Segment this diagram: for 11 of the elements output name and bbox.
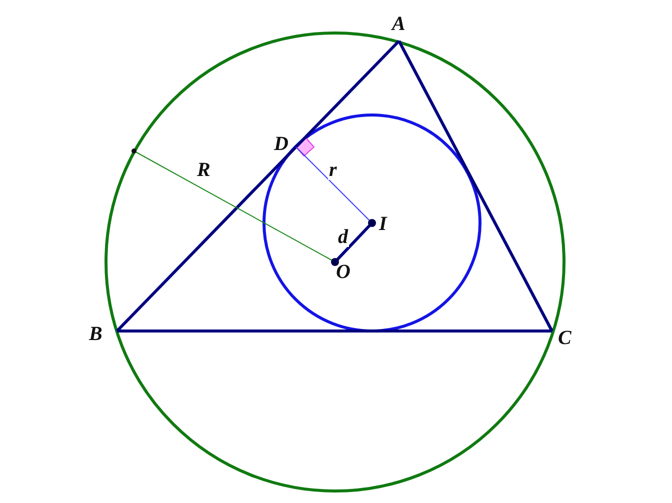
point-label: D [274, 134, 288, 154]
point-label: B [89, 324, 102, 344]
line-segment [398, 40, 554, 332]
point-label: O [336, 262, 350, 282]
point-label: I [379, 214, 387, 234]
line-segment [296, 146, 372, 224]
point-label: C [558, 328, 572, 348]
line-segment [116, 40, 400, 332]
line-segment [117, 330, 552, 332]
point-label: A [392, 14, 406, 34]
edge-label: d [337, 227, 349, 247]
